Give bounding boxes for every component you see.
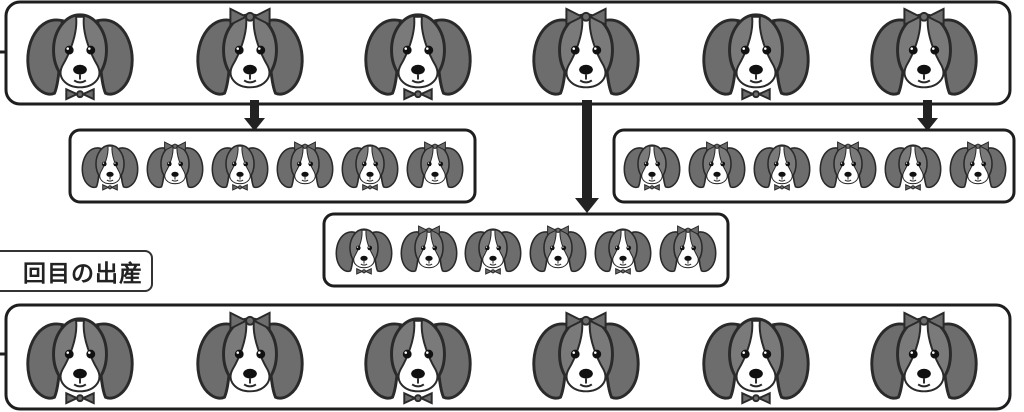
parents-bottom-row — [28, 313, 976, 403]
beagle-head-with-bow-icon — [277, 142, 332, 187]
birth-count-label: 回目の出産 — [0, 250, 153, 292]
beagle-head-icon — [704, 319, 808, 403]
down-arrow-icon-middle — [575, 100, 599, 213]
beagle-head-icon — [704, 15, 808, 99]
beagle-head-with-bow-icon — [147, 142, 202, 187]
beagle-head-with-bow-icon — [198, 9, 302, 94]
beagle-head-with-bow-icon — [401, 226, 456, 271]
parents-bottom-box — [4, 303, 1012, 411]
beagle-head-icon — [885, 145, 940, 190]
beagle-head-icon — [342, 145, 397, 190]
beagle-head-with-bow-icon — [534, 313, 638, 398]
beagle-head-icon — [212, 145, 267, 190]
litter-right-box — [612, 128, 1016, 204]
beagle-head-with-bow-icon — [198, 313, 302, 398]
beagle-head-with-bow-icon — [530, 226, 585, 271]
litter-right-row — [624, 142, 1005, 190]
beagle-head-with-bow-icon — [950, 142, 1005, 187]
down-arrow-icon-left — [244, 100, 265, 131]
beagle-head-icon — [366, 319, 470, 403]
beagle-head-with-bow-icon — [534, 9, 638, 94]
beagle-head-icon — [28, 319, 132, 403]
beagle-head-with-bow-icon — [872, 9, 976, 94]
beagle-head-icon — [754, 145, 809, 190]
down-arrow-icon-right — [917, 100, 938, 131]
beagle-head-icon — [336, 229, 391, 274]
beagle-head-with-bow-icon — [820, 142, 875, 187]
beagle-head-with-bow-icon — [872, 313, 976, 398]
litter-middle-box — [322, 212, 730, 288]
birth-count-label-text: 回目の出産 — [23, 261, 143, 287]
beagle-head-icon — [28, 15, 132, 99]
litter-left-box — [68, 128, 477, 204]
beagle-head-with-bow-icon — [660, 226, 715, 271]
litter-middle-row — [336, 226, 715, 274]
beagle-head-icon — [595, 229, 650, 274]
beagle-head-icon — [465, 229, 520, 274]
beagle-head-with-bow-icon — [689, 142, 744, 187]
beagle-head-icon — [624, 145, 679, 190]
beagle-head-with-bow-icon — [407, 142, 462, 187]
parents-top-row — [28, 9, 976, 99]
beagle-head-icon — [82, 145, 137, 190]
litter-left-row — [82, 142, 462, 190]
parents-top-box — [4, 0, 1012, 106]
beagle-head-icon — [366, 15, 470, 99]
